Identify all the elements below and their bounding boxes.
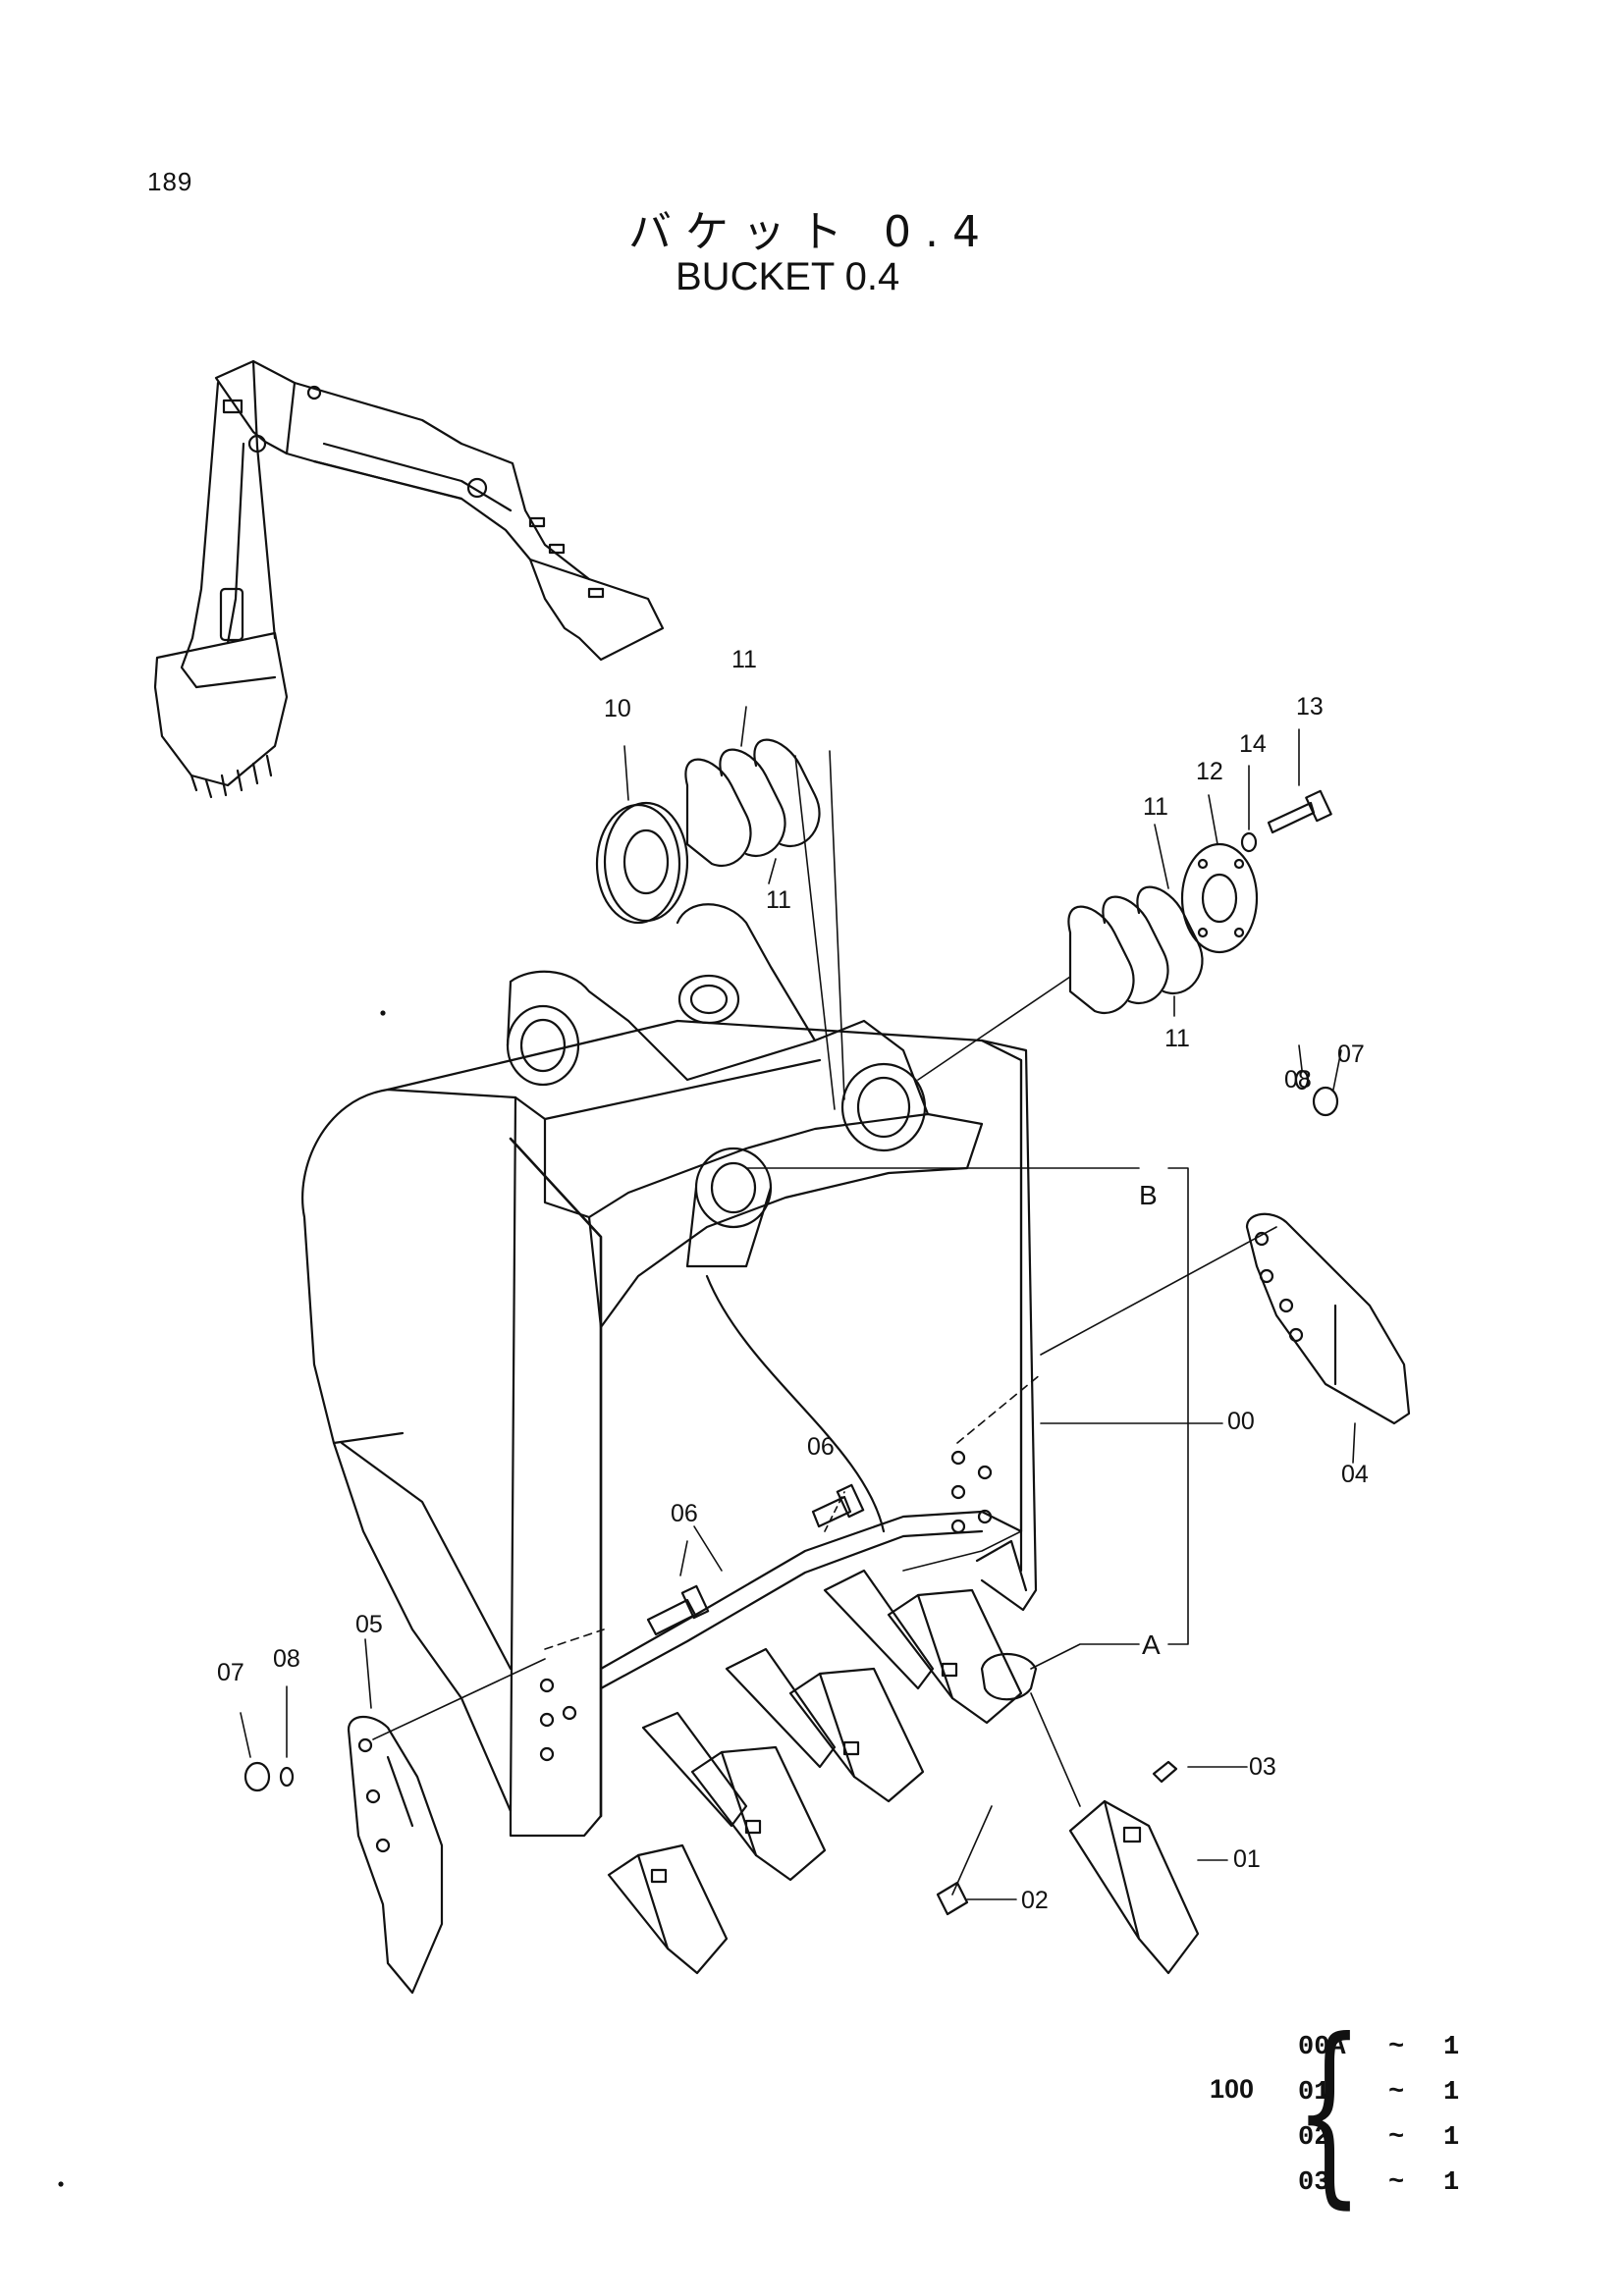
leader-lines bbox=[240, 706, 1356, 1900]
callout-07-left[interactable]: 07 bbox=[217, 1659, 244, 1686]
callout-02[interactable]: 02 bbox=[1021, 1887, 1049, 1914]
kit-part-number: 02 bbox=[1298, 2123, 1330, 2153]
kit-quantity: 100 bbox=[1210, 2074, 1255, 2104]
kit-separator: ~ bbox=[1388, 2033, 1405, 2062]
title-japanese: バケット 0.4 bbox=[628, 207, 994, 257]
kit-separator: ~ bbox=[1388, 2168, 1405, 2198]
teeth-and-adapters bbox=[607, 1539, 1200, 1975]
kit-contents-list: 00A ~ 1 01 ~ 1 02 ~ 1 03 ~ 1 bbox=[1298, 2025, 1463, 2206]
callout-01[interactable]: 01 bbox=[1233, 1845, 1261, 1873]
reference-letter-a: A bbox=[1142, 1629, 1161, 1660]
callout-11-top[interactable]: 11 bbox=[731, 646, 757, 673]
side-cutters bbox=[347, 1212, 1411, 1995]
title-english: BUCKET 0.4 bbox=[676, 255, 900, 298]
reference-letter-b: B bbox=[1139, 1180, 1158, 1210]
pin-hardware bbox=[243, 738, 1339, 1916]
callout-07-right[interactable]: 07 bbox=[1337, 1041, 1365, 1068]
callout-00[interactable]: 00 bbox=[1227, 1408, 1255, 1435]
callout-11-top-lower[interactable]: 11 bbox=[766, 886, 791, 914]
kit-row: 00A ~ 1 bbox=[1298, 2025, 1463, 2070]
callout-04[interactable]: 04 bbox=[1341, 1461, 1369, 1488]
callout-08-right[interactable]: 08 bbox=[1284, 1066, 1312, 1094]
kit-row: 02 ~ 1 bbox=[1298, 2115, 1463, 2161]
kit-count: 1 bbox=[1443, 2123, 1460, 2153]
callout-05[interactable]: 05 bbox=[355, 1611, 383, 1638]
excavator-thumbnail bbox=[153, 359, 665, 799]
kit-separator: ~ bbox=[1388, 2123, 1405, 2153]
callout-06-upper[interactable]: 06 bbox=[807, 1433, 835, 1461]
kit-row: 01 ~ 1 bbox=[1298, 2070, 1463, 2115]
callout-12[interactable]: 12 bbox=[1196, 758, 1223, 785]
kit-separator: ~ bbox=[1388, 2078, 1405, 2108]
kit-part-number: 00A bbox=[1298, 2033, 1346, 2062]
callout-10[interactable]: 10 bbox=[604, 695, 631, 722]
kit-part-number: 03 bbox=[1298, 2168, 1330, 2198]
callout-06-lower[interactable]: 06 bbox=[671, 1500, 698, 1527]
kit-count: 1 bbox=[1443, 2033, 1460, 2062]
kit-count: 1 bbox=[1443, 2078, 1460, 2108]
callout-08-left[interactable]: 08 bbox=[273, 1645, 300, 1673]
callout-11-right[interactable]: 11 bbox=[1143, 793, 1168, 821]
callout-14[interactable]: 14 bbox=[1239, 730, 1267, 758]
kit-row: 03 ~ 1 bbox=[1298, 2161, 1463, 2206]
kit-part-number: 01 bbox=[1298, 2078, 1330, 2108]
kit-count: 1 bbox=[1443, 2168, 1460, 2198]
bucket-body-00 bbox=[301, 1019, 1038, 1838]
bucket-bosses bbox=[506, 903, 930, 1268]
callout-03[interactable]: 03 bbox=[1249, 1753, 1276, 1781]
page-number: 189 bbox=[147, 167, 193, 196]
kit-brace-glyph: { bbox=[1294, 1998, 1364, 2226]
callout-11-right-lower[interactable]: 11 bbox=[1164, 1025, 1190, 1052]
callout-13[interactable]: 13 bbox=[1296, 693, 1324, 721]
